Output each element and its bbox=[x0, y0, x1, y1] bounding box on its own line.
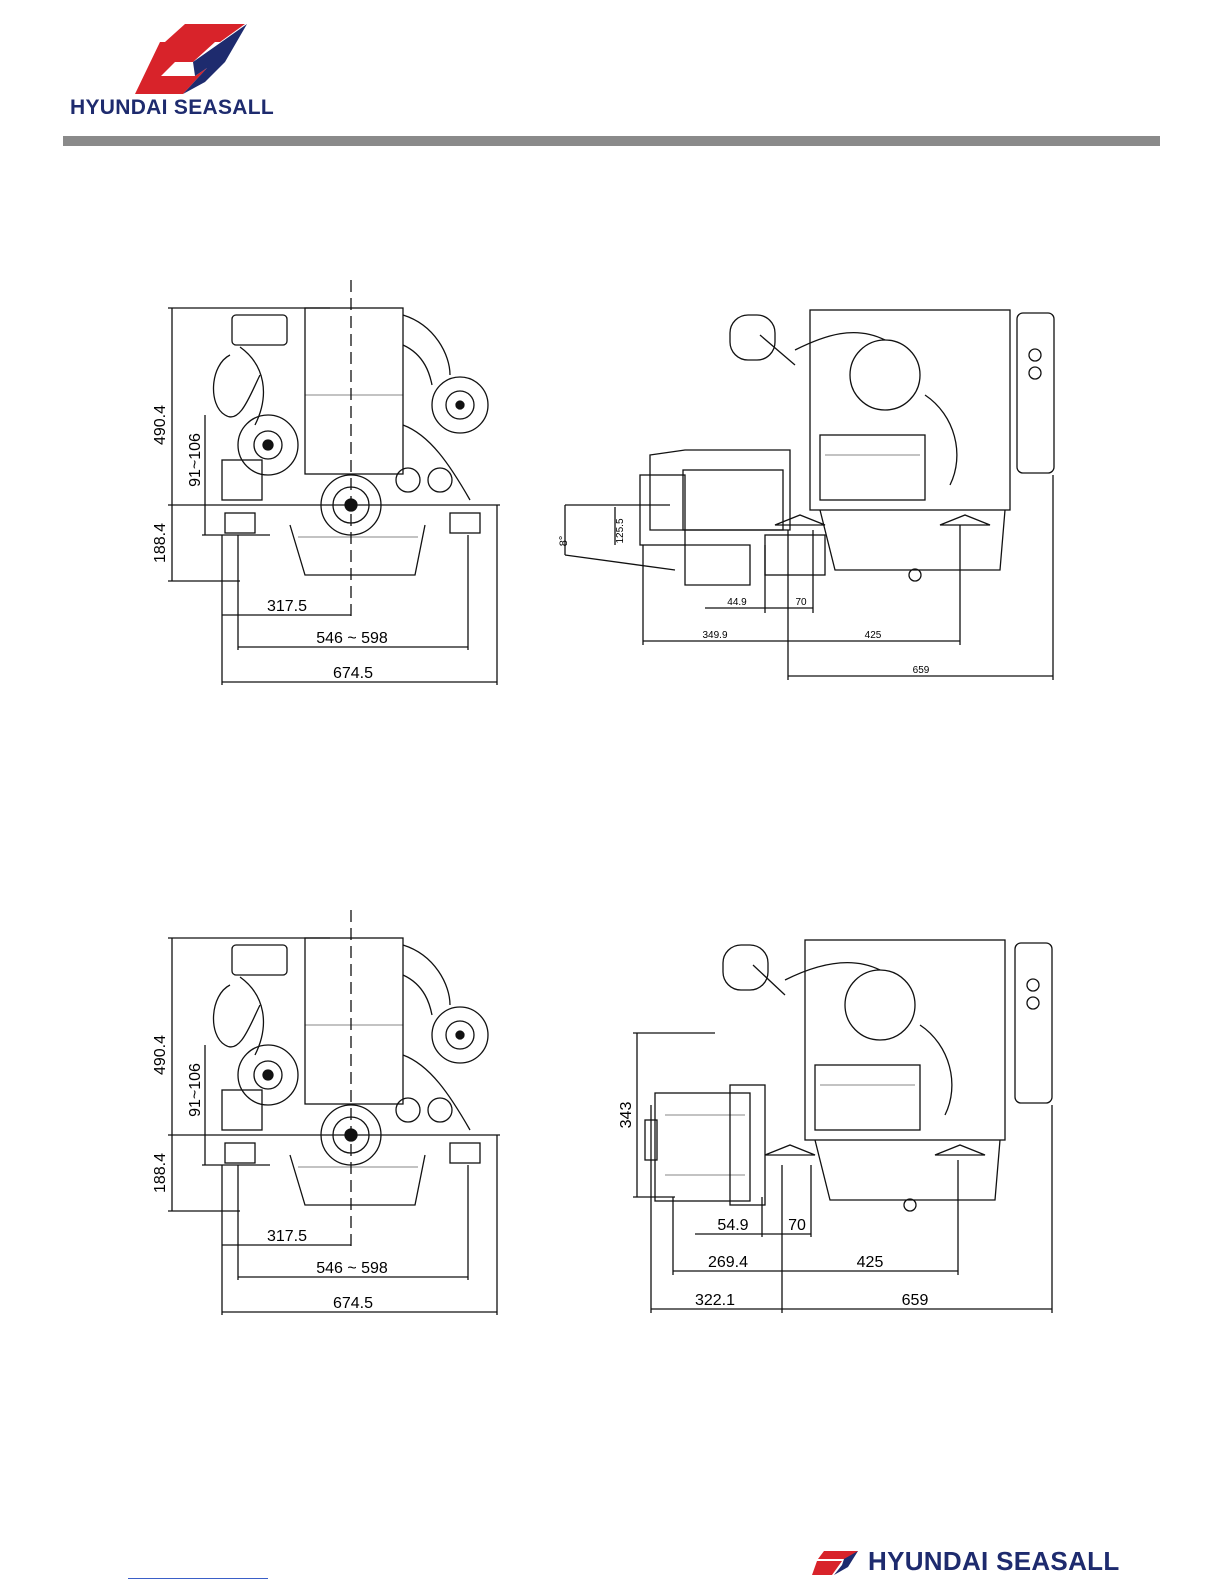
dim-height-lower: 188.4 bbox=[152, 523, 169, 563]
dim-width-mount: 546 ~ 598 bbox=[316, 1260, 388, 1277]
side-view-drawing-bottom: 343 54.9 70 269.4 425 322.1 659 bbox=[615, 925, 1065, 1325]
footer-link-line bbox=[128, 1578, 268, 1579]
front-view-drawing-bottom: 490.4 91~106 188.4 317.5 546 ~ 598 674.5 bbox=[150, 905, 510, 1320]
header-rule bbox=[63, 136, 1160, 146]
dim-height-lower: 188.4 bbox=[152, 1153, 169, 1193]
footer-logo-icon bbox=[812, 1549, 862, 1577]
dim-offset-b: 70 bbox=[795, 597, 807, 608]
dim-angle: 8° bbox=[558, 536, 570, 547]
dim-offset-a: 44.9 bbox=[727, 597, 747, 608]
dim-width-total: 674.5 bbox=[333, 1295, 373, 1312]
dim-height-upper: 490.4 bbox=[152, 1035, 169, 1075]
dim-length-total: 659 bbox=[913, 665, 930, 676]
dim-width-total: 674.5 bbox=[333, 665, 373, 682]
dim-width-mount: 546 ~ 598 bbox=[316, 630, 388, 647]
dim-length-mount: 425 bbox=[857, 1254, 884, 1271]
dim-height-mount: 91~106 bbox=[187, 1063, 204, 1117]
dim-length-left: 322.1 bbox=[695, 1292, 735, 1309]
side-view-drawing-top: 8° 125.5 44.9 70 349.9 425 659 bbox=[555, 295, 1065, 690]
dim-offset-b: 70 bbox=[788, 1217, 806, 1234]
dim-width-half: 317.5 bbox=[267, 1228, 307, 1245]
dim-height-mount: 91~106 bbox=[187, 433, 204, 487]
brand-name-footer: HYUNDAI SEASALL bbox=[868, 1546, 1120, 1577]
brand-name-header: HYUNDAI SEASALL bbox=[70, 96, 274, 120]
dim-length-mount: 425 bbox=[865, 630, 882, 641]
dim-width-half: 317.5 bbox=[267, 598, 307, 615]
dim-height-upper: 490.4 bbox=[152, 405, 169, 445]
dim-offset-a: 54.9 bbox=[717, 1217, 748, 1234]
dim-length-left: 349.9 bbox=[702, 630, 727, 641]
front-view-drawing-top: 490.4 91~106 188.4 317.5 546 ~ 598 674.5 bbox=[150, 275, 510, 690]
dim-offset-height: 125.5 bbox=[615, 518, 626, 543]
dim-length-total: 659 bbox=[902, 1292, 929, 1309]
dim-height-gear: 343 bbox=[618, 1102, 635, 1129]
dim-length-left-inner: 269.4 bbox=[708, 1254, 748, 1271]
